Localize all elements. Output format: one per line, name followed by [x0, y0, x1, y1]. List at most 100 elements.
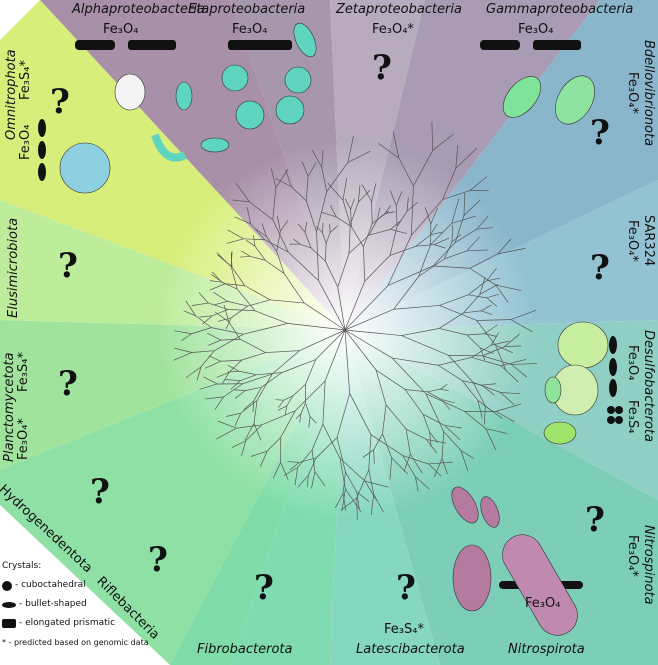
mineral-desulfobacterota-sulfide: Fe₃S₄ [625, 400, 640, 434]
tree-branch [243, 400, 254, 411]
tree-branch [216, 427, 237, 440]
tree-branch [287, 461, 300, 463]
tree-branch [362, 449, 374, 458]
tree-branch [316, 191, 328, 232]
tree-branch [350, 209, 352, 227]
tree-branch [243, 323, 288, 335]
tree-branch [329, 225, 338, 233]
tree-branch [433, 265, 470, 269]
tree-branch [240, 255, 251, 258]
tree-branch [444, 250, 467, 260]
tree-branch [300, 402, 306, 414]
mineral-sar324: Fe₃O₄* [625, 220, 640, 262]
tree-branch [363, 246, 366, 282]
tree-branch [304, 302, 346, 331]
tree-branch [253, 400, 258, 424]
unknown-sar324: ? [590, 248, 610, 288]
tree-branch [266, 437, 281, 452]
tree-branch [234, 216, 251, 225]
tree-branch [477, 400, 483, 419]
tree-branch [287, 323, 346, 331]
tree-branch [393, 305, 440, 310]
tree-branch [344, 329, 402, 336]
tree-branch [227, 229, 244, 240]
tree-branch [289, 462, 300, 471]
tree-branch [448, 355, 474, 383]
tree-branch [497, 248, 526, 255]
tree-branch [443, 431, 462, 451]
tree-branch [466, 334, 481, 349]
tree-branch [276, 216, 281, 232]
tree-branch [427, 388, 441, 393]
tree-branch [259, 451, 268, 467]
tree-branch [336, 437, 346, 473]
tree-branch [210, 280, 222, 283]
tree-branch [337, 286, 346, 331]
tree-branch [405, 389, 428, 393]
tree-branch [243, 238, 265, 241]
tree-branch [424, 207, 432, 225]
tree-branch [495, 284, 509, 303]
tree-branch [425, 393, 465, 412]
tree-branch [439, 294, 469, 306]
tree-branch [384, 211, 395, 214]
tree-branch [213, 291, 228, 302]
tree-branch [405, 428, 411, 455]
tree-branch [225, 317, 232, 330]
tree-branch [275, 399, 284, 401]
tree-branch [348, 234, 370, 254]
mineral-omnitrophota-oxide: Fe₃O₄ [18, 124, 33, 160]
tree-branch [249, 201, 273, 220]
label-planctomycetota: Planctomycetota [2, 352, 17, 462]
tree-branch [207, 332, 222, 341]
label-bdellovibrionota: Bdellovibrionota [641, 40, 656, 147]
label-gammaproteobacteria: Gammaproteobacteria [486, 2, 634, 17]
tree-branch [500, 365, 519, 383]
unknown-latescibacterota: ? [396, 568, 416, 608]
tree-branch [224, 283, 245, 286]
tree-branch [230, 266, 238, 290]
tree-branch [304, 221, 308, 233]
tree-branch [418, 258, 445, 277]
tree-branch [378, 143, 400, 159]
tree-branch [204, 396, 224, 400]
tree-branch [393, 276, 419, 310]
tree-branch [228, 321, 241, 340]
tree-branch [460, 450, 469, 472]
tree-branch [294, 467, 298, 486]
tree-branch [466, 249, 489, 252]
tree-branch [208, 339, 222, 346]
tree-branch [227, 301, 248, 307]
tree-branch [344, 329, 377, 371]
tree-branch [321, 167, 328, 192]
unknown-elusimicrobiota: ? [58, 246, 78, 286]
tree-branch [415, 476, 430, 490]
tree-branch [395, 191, 403, 206]
tree-branch [430, 207, 438, 225]
tree-branch [510, 309, 537, 320]
tree-branch [322, 381, 326, 425]
tree-branch [321, 150, 324, 168]
tree-branch [466, 333, 485, 336]
tree-branch [486, 293, 499, 299]
tree-branch [272, 187, 277, 220]
tree-branch [341, 488, 346, 511]
tree-branch [391, 357, 427, 395]
tree-branch [356, 497, 358, 520]
tree-branch [305, 359, 317, 385]
tree-branch [241, 352, 266, 361]
tree-branch [334, 493, 344, 509]
tree-branch [173, 347, 192, 353]
tree-branch [339, 458, 346, 490]
tree-branch [432, 133, 455, 151]
tree-branch [439, 328, 468, 336]
tree-branch [305, 200, 317, 232]
mineral-omnitrophota-sulfide: Fe₃S₄* [18, 60, 33, 100]
tree-branch [485, 428, 508, 434]
tree-branch [358, 185, 361, 203]
tree-branch [451, 234, 462, 243]
phylogenetic-tree [173, 121, 538, 520]
tree-branch [373, 433, 383, 451]
tree-branch [325, 232, 331, 244]
tree-branch [368, 469, 375, 495]
